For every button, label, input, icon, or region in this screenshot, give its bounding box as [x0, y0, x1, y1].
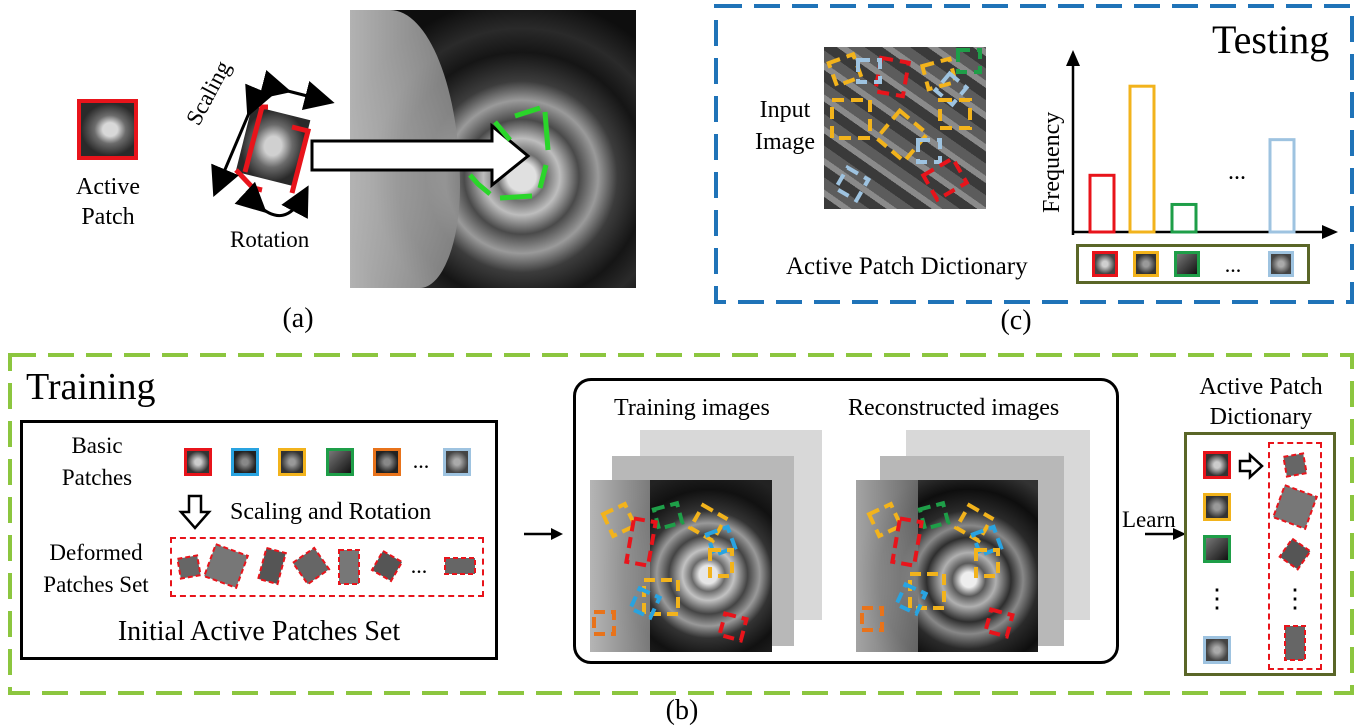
y-axis-arrowhead [1066, 50, 1080, 66]
x-axis-arrowhead [1322, 225, 1338, 239]
dict-patch-green [1203, 535, 1231, 563]
dict-patch-lightblue [1203, 636, 1231, 664]
learn-label: Learn [1122, 507, 1176, 532]
basic-patch-green [326, 448, 354, 476]
training-dictionary-box [1184, 432, 1336, 676]
to-images-arrowhead [551, 528, 563, 540]
dictionary-title: Active Patch Dictionary [1199, 374, 1323, 430]
basic-patch-skyblue [231, 448, 259, 476]
initial-set-box [20, 420, 498, 660]
histogram-bar-red [1088, 173, 1116, 234]
dict-patch-yellow [1203, 493, 1231, 521]
testing-title: Testing [1212, 17, 1330, 62]
deformed-ellipsis: ... [410, 553, 428, 578]
right-hollow-arrow-icon [1238, 452, 1264, 480]
histogram-ellipsis: ... [1228, 159, 1246, 185]
basic-patch-red [184, 448, 212, 476]
learn-arrowhead [1173, 528, 1186, 540]
caption-b: (b) [665, 695, 699, 726]
caption-a: (a) [282, 303, 314, 334]
initial-set-label: Initial Active Patches Set [117, 616, 401, 647]
input-image-label: Input Image [755, 97, 815, 155]
width-arrow [258, 70, 335, 111]
dict-vertical-ellipsis: ⋮ [1204, 584, 1230, 613]
testing-dict-patch-lightblue [1268, 251, 1294, 277]
testing-dictionary-label: Active Patch Dictionary [786, 253, 1028, 280]
scaling-arrow [211, 83, 273, 198]
testing-dictionary-box [1076, 244, 1310, 284]
scaling-rotation-label: Scaling and Rotation [230, 499, 432, 525]
dict-deformed-ellipsis: ⋮ [1282, 584, 1308, 613]
histogram-bar-yellow [1128, 84, 1156, 234]
basic-patches-label: Basic Patches [61, 433, 133, 490]
big-arrow-icon [310, 122, 531, 189]
deformed-patches-label: Deformed Patches Set [43, 540, 149, 597]
reconstructed-images-label: Reconstructed images [848, 395, 1060, 421]
rotation-label: Rotation [230, 227, 310, 252]
testing-dict-patch-green [1174, 251, 1200, 277]
training-images-label: Training images [614, 395, 770, 421]
histogram-bar-light-blue [1268, 138, 1296, 234]
training-title: Training [26, 366, 156, 408]
active-patch-image [77, 99, 138, 160]
down-hollow-arrow-icon [178, 494, 212, 530]
basic-patch-orange [373, 448, 401, 476]
matched-patch-brackets [468, 105, 551, 201]
basic-patch-yellow [278, 448, 306, 476]
active-patch-label: Active Patch [76, 174, 140, 230]
histogram-bar-green [1170, 202, 1198, 234]
deformed-dictionary-column [1268, 442, 1322, 670]
caption-c: (c) [1000, 305, 1032, 336]
basic-patch-lightblue [443, 448, 471, 476]
deformed-patches-set [170, 537, 484, 597]
testing-dict-ellipsis: ... [1224, 252, 1242, 277]
testing-dict-patch-yellow [1133, 251, 1159, 277]
images-box [573, 378, 1119, 664]
rotation-arrow [234, 181, 309, 219]
testing-dict-patch-red [1092, 251, 1118, 277]
basic-patches-ellipsis: ... [412, 448, 430, 473]
dict-patch-red [1203, 451, 1231, 479]
